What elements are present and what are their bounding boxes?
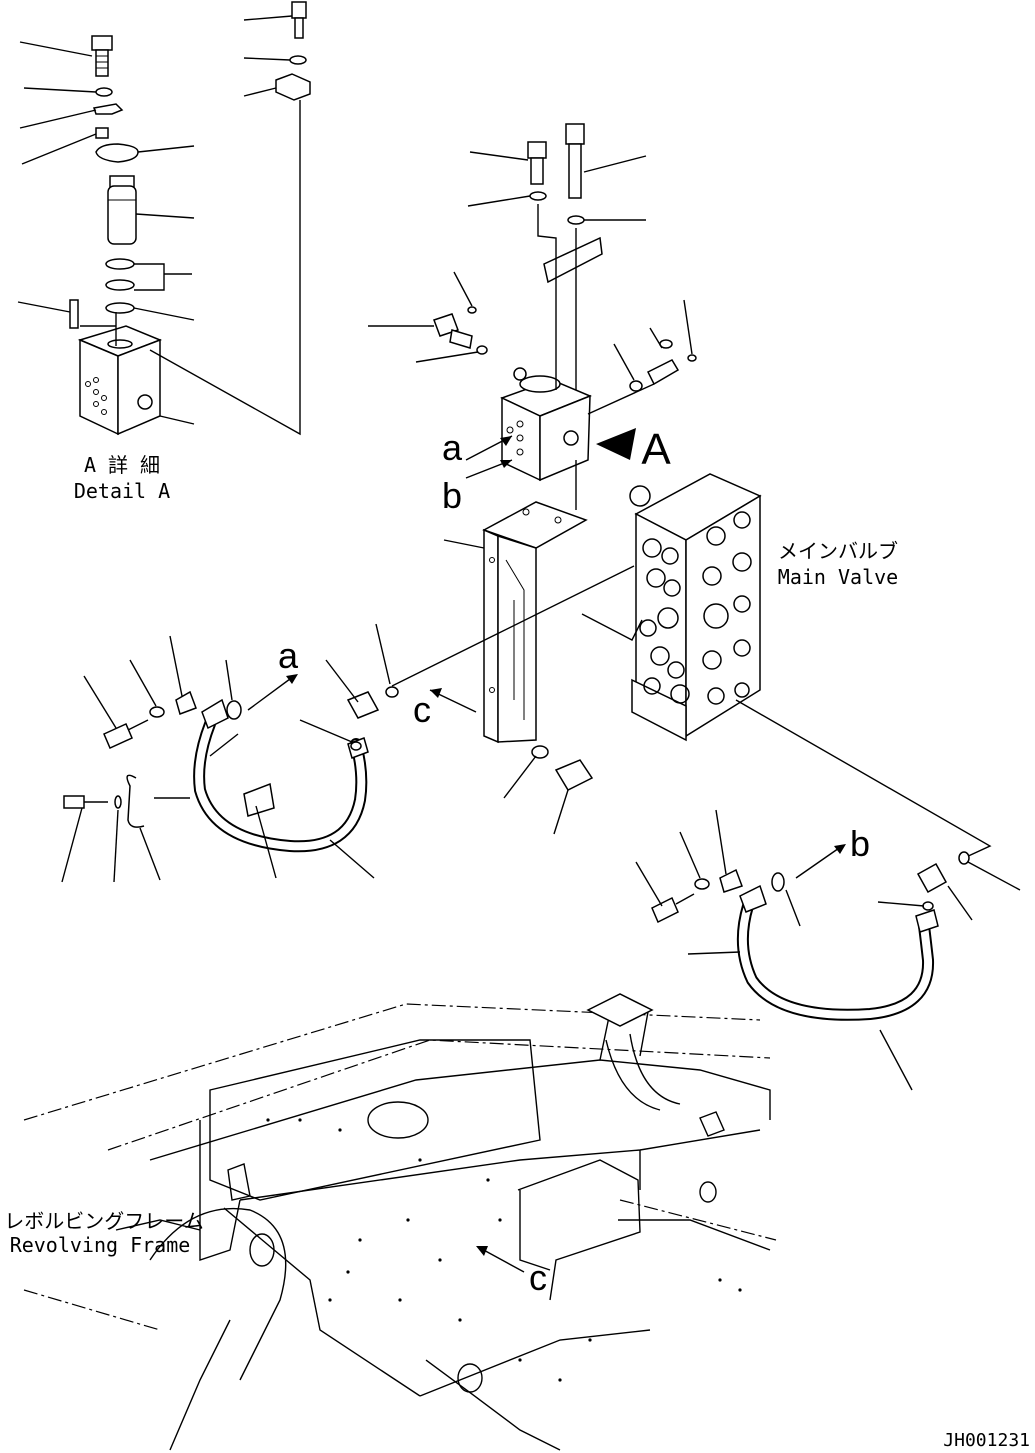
detail-a-group: A 詳 細 Detail A — [17, 1, 311, 503]
detail-bolt-2-shank — [294, 17, 304, 39]
drawing-id: JH001231 — [943, 1430, 1030, 1451]
frame-label-en: Revolving Frame — [10, 1233, 191, 1257]
short-bolt-shank — [530, 157, 544, 185]
oring-left-2 — [467, 306, 477, 314]
valve-assembly: a b A — [368, 123, 697, 516]
hose-a-washer-2 — [114, 795, 122, 809]
detail-washer-2 — [289, 55, 307, 65]
main-valve-connect-2 — [581, 613, 643, 641]
detail-oring-3 — [105, 302, 135, 314]
hose-b-oring-3 — [922, 901, 934, 911]
arrow-b-head — [500, 460, 512, 468]
marker-a-upper: a — [442, 427, 463, 468]
hose-a-bolt-2 — [63, 795, 85, 809]
bracket-leader-1 — [503, 755, 537, 799]
detail-valve-block — [77, 325, 163, 436]
detail-cartridge — [107, 175, 137, 245]
hose-b-oring — [771, 872, 785, 892]
detail-oring-2 — [105, 279, 135, 291]
main-valve: メインバルブ Main Valve — [629, 473, 898, 742]
hose-a-bolt — [103, 723, 133, 749]
detail-flange-plate — [95, 143, 139, 163]
hose-b-assembly: b — [635, 809, 1021, 1091]
marker-a-hose: a — [278, 635, 299, 676]
oring-right-2 — [687, 354, 697, 362]
detail-bolt — [91, 35, 113, 77]
detail-plate-2 — [275, 73, 311, 101]
bracket-washer — [531, 745, 549, 759]
marker-c-frame: c — [529, 1257, 547, 1298]
main-valve-connect-3 — [735, 699, 992, 859]
bracket — [443, 501, 588, 744]
bracket-bolt — [554, 759, 594, 791]
main-valve-label-jp: メインバルブ — [778, 539, 898, 563]
view-arrow-A — [596, 428, 636, 460]
washer-upper-2 — [567, 215, 585, 225]
detail-oring-1 — [105, 258, 135, 270]
washer-upper-1 — [529, 191, 547, 201]
marker-b-hose: b — [850, 823, 870, 864]
solenoid-valve-block — [500, 367, 592, 482]
marker-A: A — [641, 425, 671, 474]
elbow-fitting-left — [433, 313, 473, 349]
detail-clip — [93, 103, 124, 115]
hose-a-washer — [149, 706, 165, 718]
hose-b-clamp — [719, 868, 743, 893]
valve-leaders — [368, 151, 693, 510]
hose-a-clip — [243, 782, 275, 817]
hose-a-oring-2 — [385, 686, 399, 698]
arrow-a-head — [500, 436, 512, 446]
hose-a-assembly: a — [61, 623, 399, 883]
mount-plate — [543, 236, 603, 284]
detail-bolt-2 — [291, 1, 307, 19]
hose-b-washer — [694, 878, 710, 890]
detail-title-en: Detail A — [74, 479, 170, 503]
bracket-leader-2 — [553, 789, 569, 835]
detail-washer — [95, 87, 113, 97]
connector-right — [646, 339, 680, 386]
marker-b-upper: b — [442, 475, 462, 516]
main-valve-label-en: Main Valve — [778, 565, 898, 589]
short-bolt-head — [527, 141, 547, 159]
hose-a-oring-3 — [350, 741, 362, 751]
revolving-frame: レボルビングフレーム Revolving Frame c — [4, 993, 777, 1451]
hose-b-bolt — [651, 896, 679, 924]
hose-a-oring — [226, 700, 242, 720]
detail-leaders — [17, 15, 301, 436]
hose-b-oring-2 — [958, 851, 970, 865]
arrow-c-head — [430, 688, 442, 698]
frame-label-jp: レボルビングフレーム — [4, 1209, 203, 1233]
long-bolt-head — [565, 123, 585, 145]
detail-collar — [95, 127, 109, 139]
long-bolt-shank — [568, 143, 582, 199]
oring-left — [476, 345, 488, 355]
hose-b-elbow — [916, 862, 948, 894]
main-valve-connect-line — [391, 565, 635, 687]
detail-pin — [69, 299, 79, 329]
hose-a-clamp — [175, 690, 197, 715]
marker-c-bracket: c — [413, 689, 431, 730]
detail-title-jp: A 詳 細 — [84, 453, 160, 477]
oring-right — [629, 380, 643, 392]
hose-a-saddle — [126, 774, 145, 828]
